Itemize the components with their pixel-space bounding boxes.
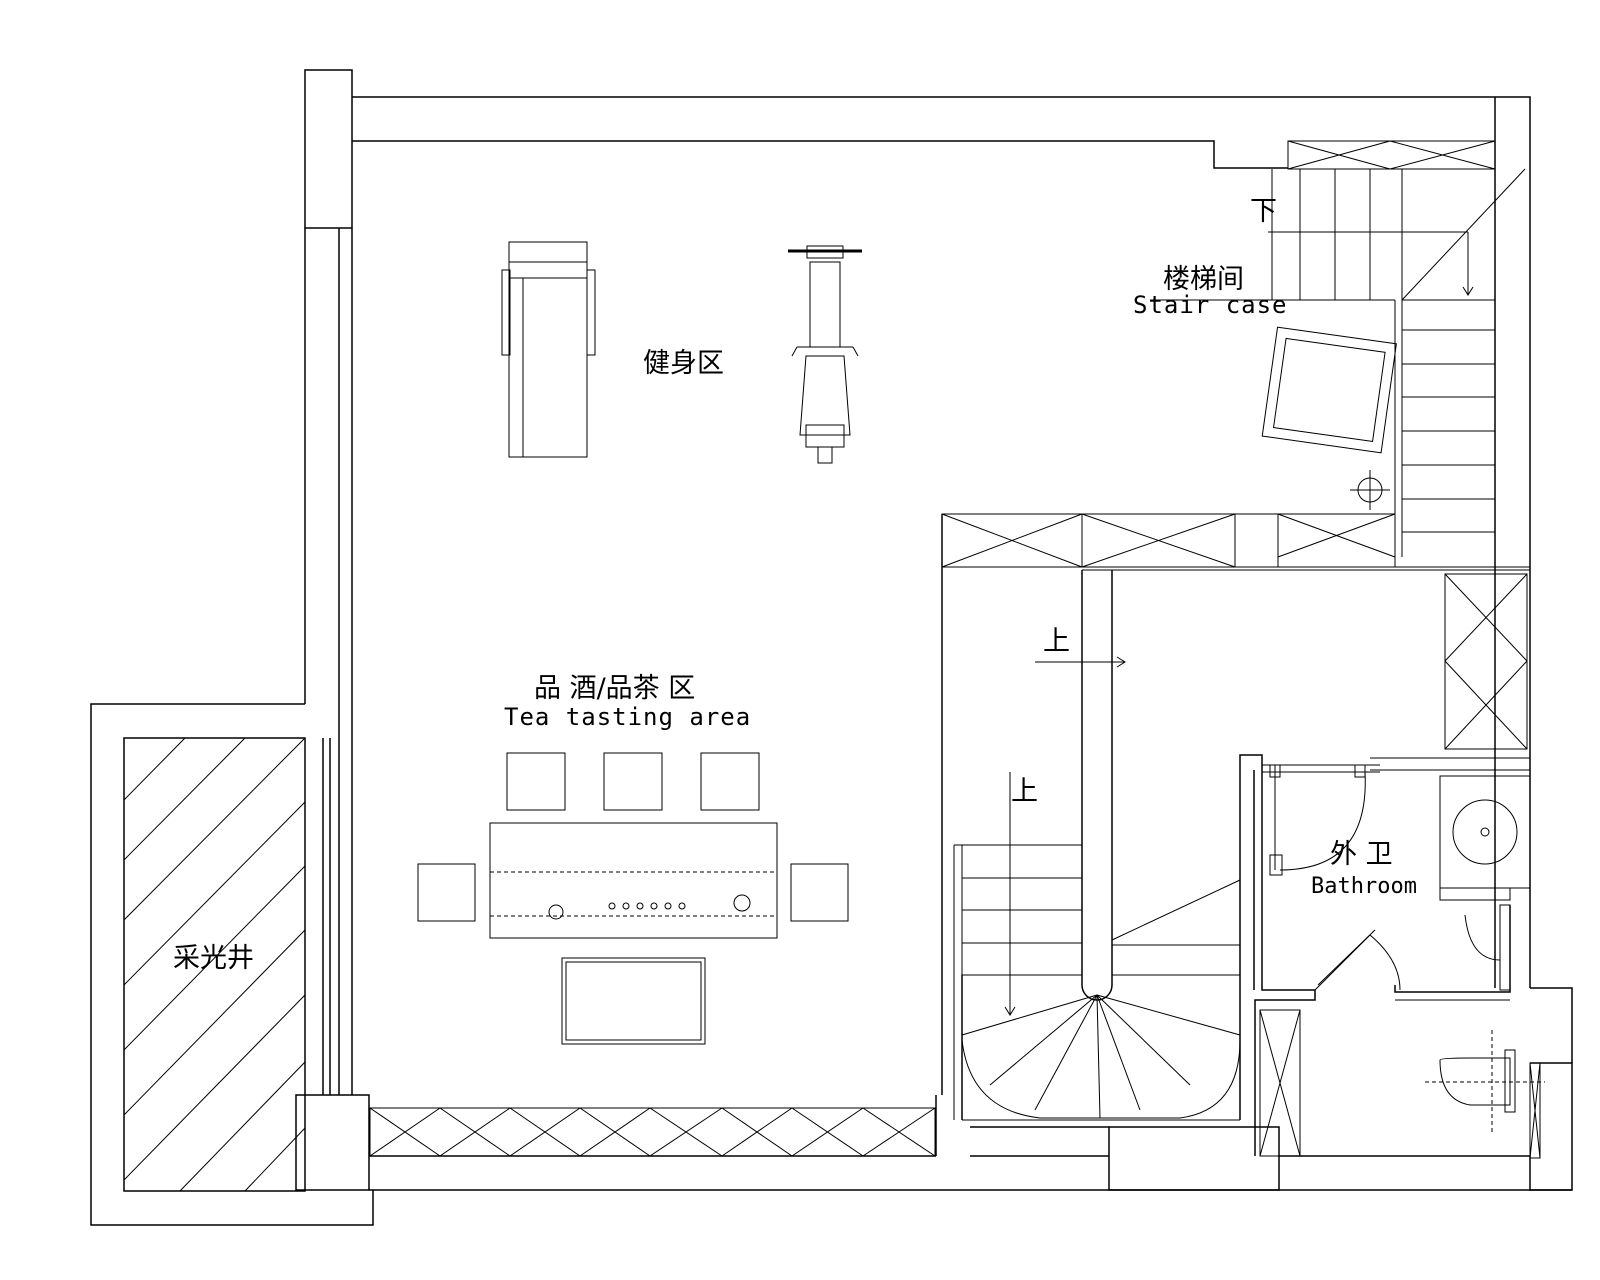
- label-bathroom-en: Bathroom: [1311, 874, 1417, 899]
- treadmill: [501, 241, 596, 458]
- left-column: [304, 69, 353, 229]
- walls: [90, 69, 1573, 1226]
- exercise-bike: [788, 245, 862, 464]
- bottom-cabinets: [369, 1107, 936, 1157]
- label-tea-en: Tea tasting area: [504, 703, 751, 731]
- label-lightwell: 采光井: [173, 943, 254, 974]
- armchair: [1261, 326, 1397, 454]
- top-wall-outer: [352, 96, 1531, 988]
- label-fitness-area: 健身区: [643, 348, 724, 379]
- label-up-right: 上: [1043, 626, 1070, 657]
- lightwell-outer: [90, 703, 374, 1226]
- label-down: 下: [1250, 196, 1277, 227]
- top-wall-inner: [352, 140, 1288, 169]
- upper-cabinets: [941, 140, 1530, 750]
- label-up-down: 上: [1011, 776, 1038, 807]
- stair-core: [941, 514, 1241, 1121]
- label-stair-en: Stair case: [1133, 291, 1288, 319]
- bathroom: [1239, 754, 1545, 1159]
- floor-drain-symbol: [1350, 470, 1390, 510]
- upper-staircase: [1150, 168, 1526, 557]
- label-stair-cn: 楼梯间: [1163, 264, 1244, 295]
- label-bathroom-cn: 外 卫: [1330, 839, 1393, 870]
- lightwell-hatch: [123, 737, 306, 1192]
- label-tea-cn: 品 酒/品茶 区: [534, 673, 695, 704]
- tea-table-set: [417, 752, 849, 1045]
